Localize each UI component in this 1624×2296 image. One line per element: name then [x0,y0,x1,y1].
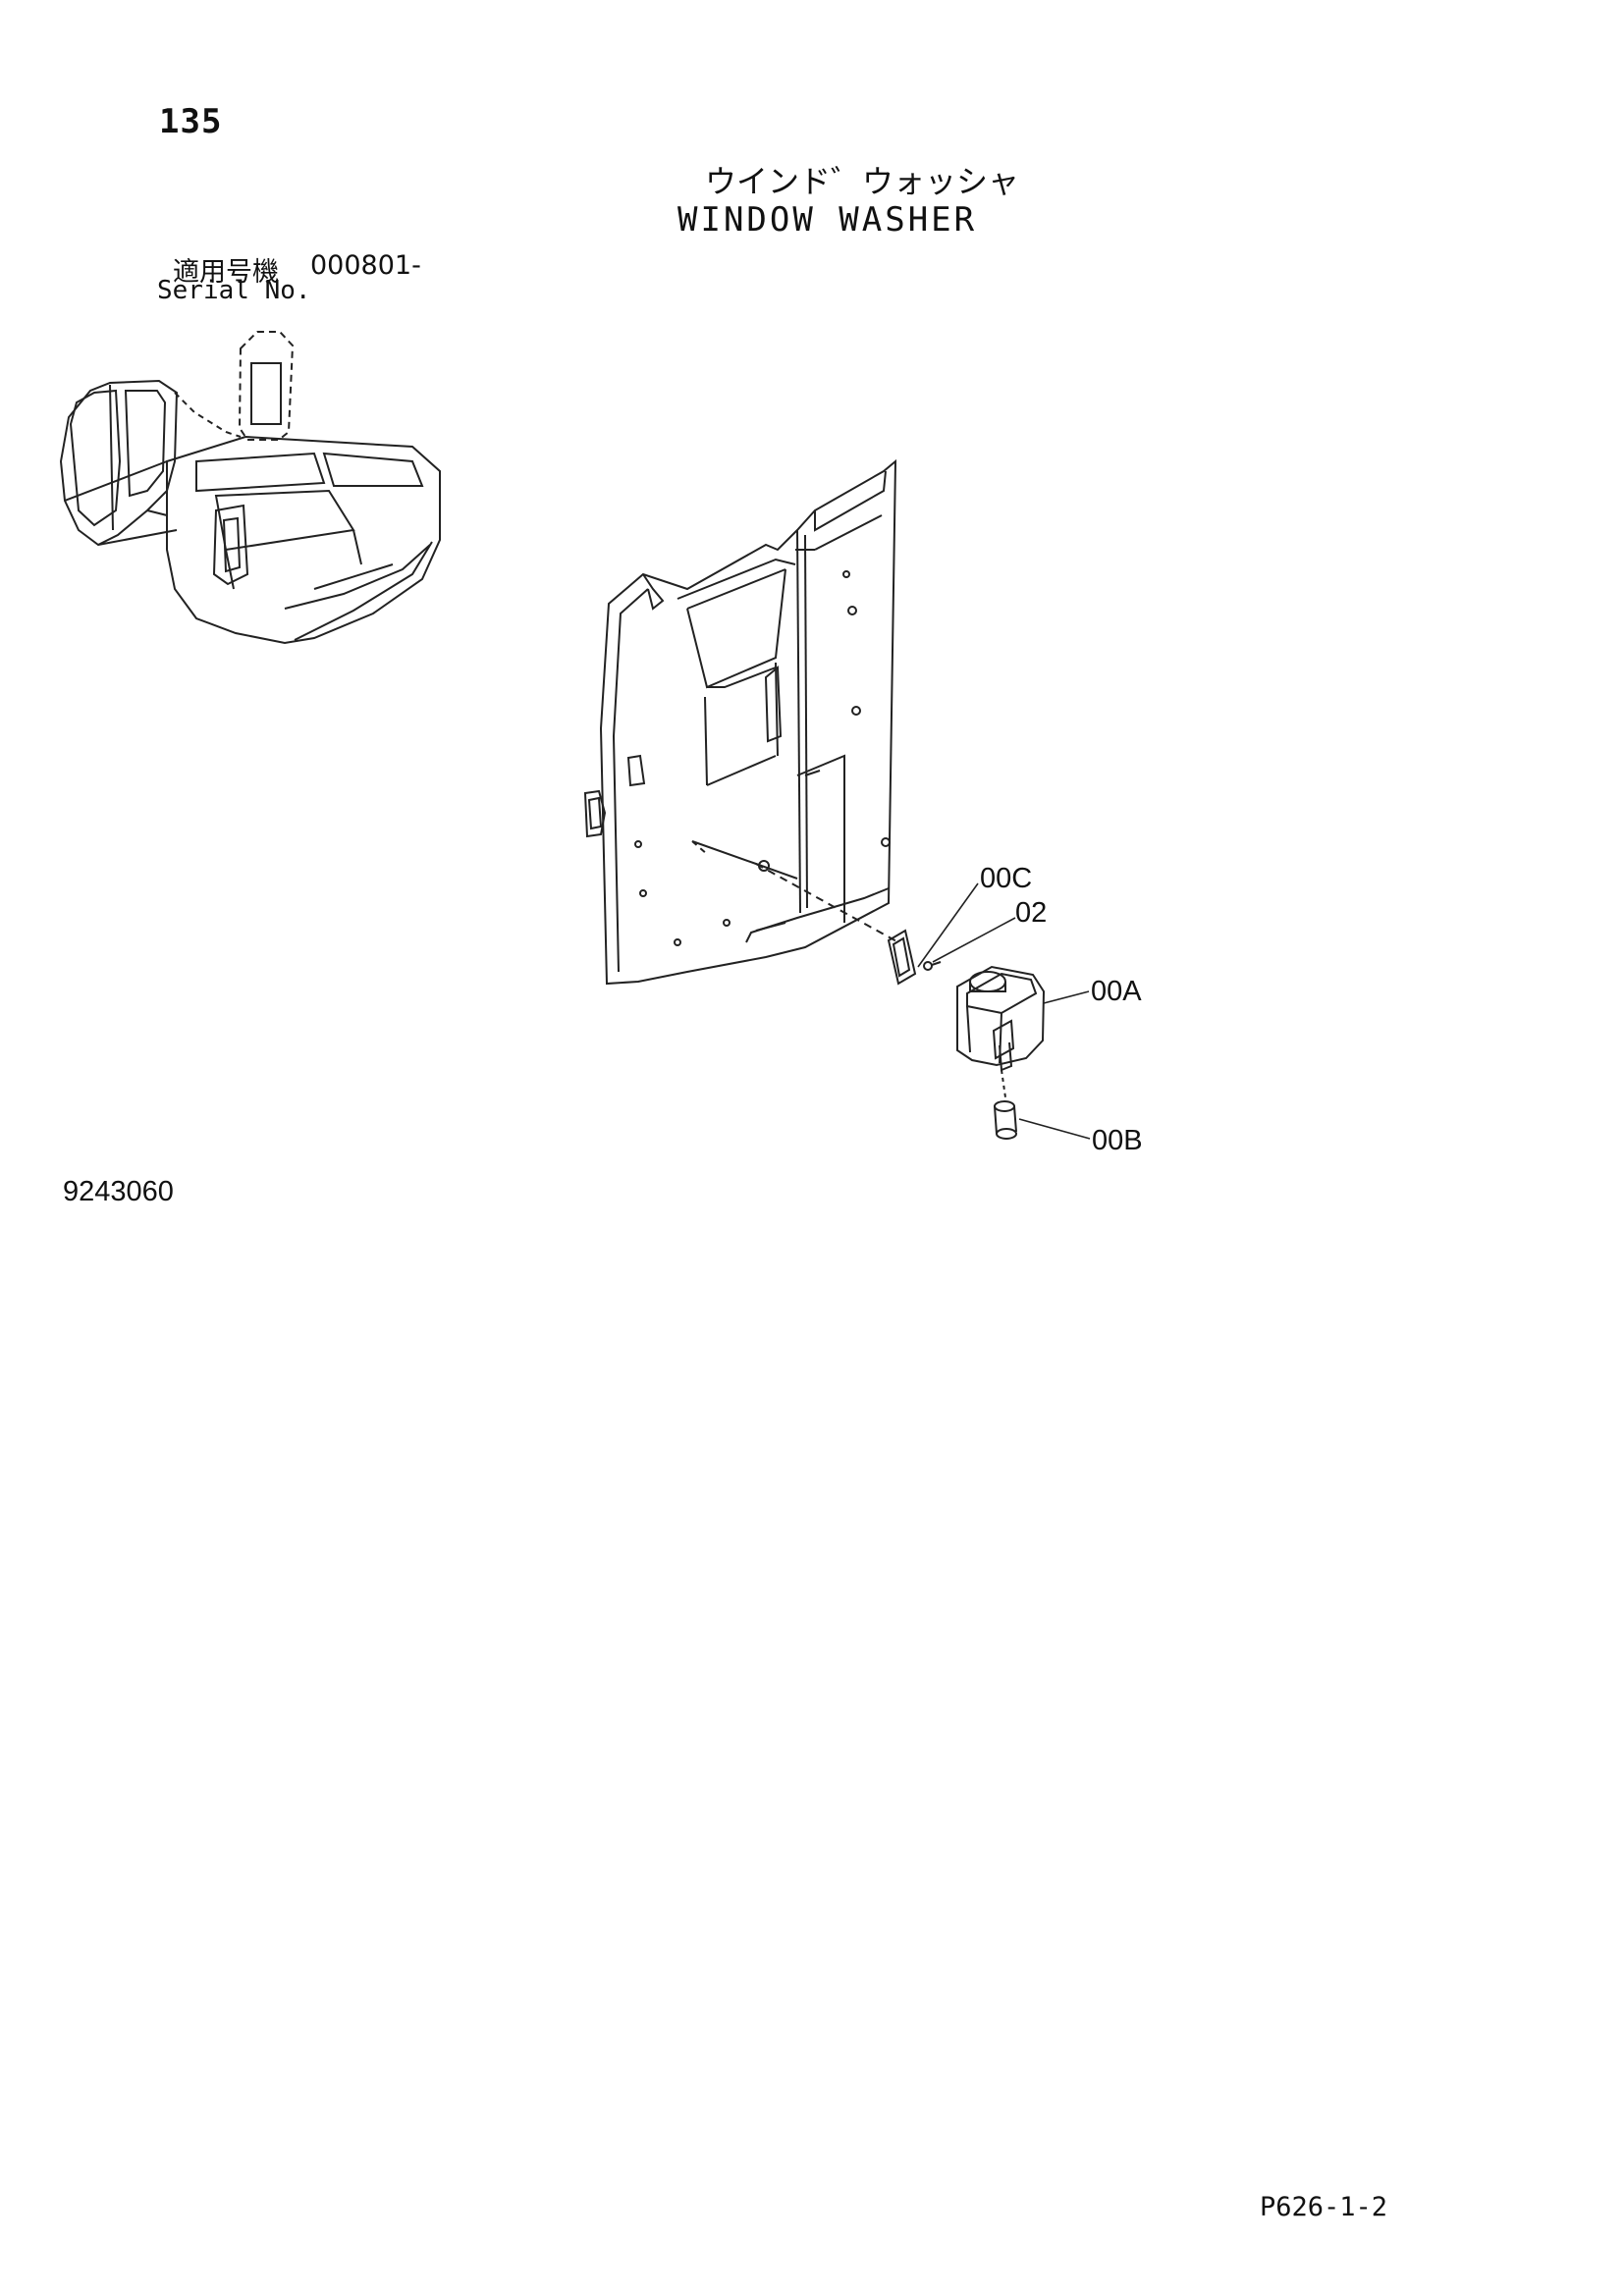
page-reference: P626-1-2 [1260,2192,1388,2222]
serial-label: Serial No. [157,276,311,305]
page-title: WINDOW WASHER [677,200,978,240]
serial-label-japanese: 適用号機 [173,257,279,288]
figure-number: 9243060 [63,1176,174,1207]
washer-pump-drawing [994,1100,1017,1140]
callout-00b: 00B [1092,1125,1143,1156]
title-japanese: ウインド゛ウォッシャ [705,163,1020,200]
leader-lines [917,882,1091,1140]
washer-tank-drawing [956,965,1046,1098]
bracket-part-drawing [887,929,942,986]
callout-00a: 00A [1091,976,1142,1007]
callout-00c: 00C [980,863,1033,894]
callout-02: 02 [1015,897,1048,929]
serial-number-value: 000801- [310,250,421,281]
cab-rear-panel [583,458,899,986]
excavator-body [59,331,441,645]
page-number: 135 [159,102,223,141]
